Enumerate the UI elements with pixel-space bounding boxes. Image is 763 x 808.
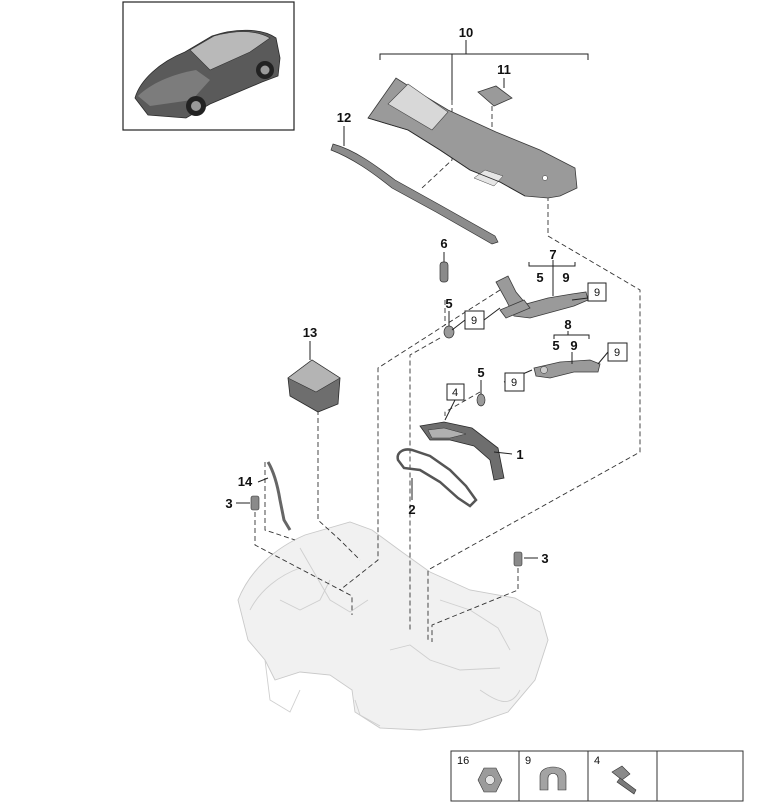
- svg-text:9: 9: [525, 755, 531, 767]
- svg-text:16: 16: [457, 755, 469, 767]
- svg-text:9: 9: [594, 287, 600, 299]
- grommet-part: [443, 325, 486, 407]
- seal-strip-part: [330, 143, 499, 245]
- callout-numbers: 10 11 12 6 7 5 9 5 13 8 5 9 5 1 2 14 3 3: [225, 25, 577, 566]
- svg-text:9: 9: [471, 315, 477, 327]
- body-shell-ghost: [237, 521, 549, 731]
- boxed-callout-9-upper-right: 9: [587, 282, 607, 302]
- boxed-callout-4: 4: [446, 383, 465, 401]
- callout-13: 13: [303, 325, 317, 340]
- callout-7: 7: [549, 247, 556, 262]
- vehicle-thumbnail: [122, 1, 295, 131]
- callout-5-upper: 5: [445, 296, 452, 311]
- clip-fastener-part: [250, 495, 523, 567]
- svg-text:9: 9: [614, 347, 620, 359]
- standard-parts-legend: 16 9 4: [450, 750, 744, 802]
- svg-text:4: 4: [452, 387, 458, 399]
- boxed-callout-9-lower-right: 9: [607, 342, 628, 362]
- legend-item-16: 16: [457, 755, 503, 793]
- callout-5-lower: 5: [477, 365, 484, 380]
- air-box-part: [287, 359, 341, 413]
- svg-text:9: 9: [511, 377, 517, 389]
- boxed-callout-9-upper-left: 9: [464, 310, 485, 330]
- callout-7-9: 9: [562, 270, 569, 285]
- callout-6: 6: [440, 236, 447, 251]
- callout-10: 10: [459, 25, 473, 40]
- boxed-callouts: 9 9 9 9 4: [446, 282, 628, 401]
- callout-11: 11: [497, 62, 511, 77]
- callout-8-9: 9: [570, 338, 577, 353]
- upper-hose-bracket-part: [495, 275, 589, 319]
- nut-icon: [477, 767, 503, 793]
- callout-3-left: 3: [225, 496, 232, 511]
- bolt-icon: [611, 765, 637, 795]
- wheelhouse-bracket-part: [419, 421, 505, 481]
- drain-hose-part: [266, 461, 292, 531]
- callout-3-right: 3: [541, 551, 548, 566]
- cover-cap-part: [477, 85, 513, 107]
- assembly-guide-lines: [254, 98, 641, 642]
- legend-item-9: 9: [525, 755, 567, 791]
- seal-loop-part: [396, 448, 478, 508]
- callout-7-5: 5: [536, 270, 543, 285]
- callout-8-5: 5: [552, 338, 559, 353]
- callout-2: 2: [408, 502, 415, 517]
- lower-hose-bracket-part: [533, 359, 601, 379]
- leader-lines: [236, 40, 609, 559]
- car-icon: [134, 29, 281, 119]
- legend-item-4: 4: [594, 755, 637, 795]
- clip-icon: [539, 766, 567, 791]
- callout-1: 1: [516, 447, 523, 462]
- cowl-panel-part: [367, 77, 578, 199]
- callout-14: 14: [238, 474, 253, 489]
- callout-12: 12: [337, 110, 351, 125]
- boxed-callout-9-lower-left: 9: [504, 372, 525, 392]
- plug-part: [439, 261, 449, 283]
- svg-text:4: 4: [594, 755, 600, 767]
- callout-8: 8: [564, 317, 571, 332]
